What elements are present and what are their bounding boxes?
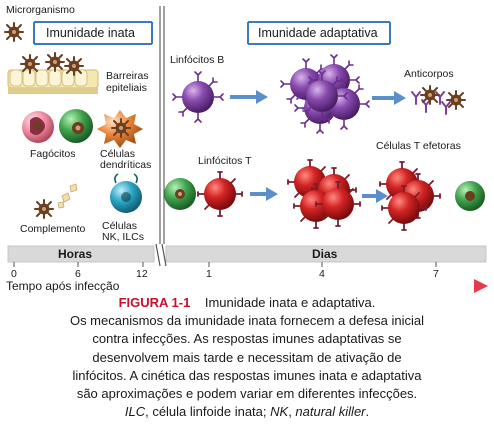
caption-period: . bbox=[365, 404, 370, 420]
t-cell-cluster bbox=[287, 159, 361, 229]
epithelium-icon bbox=[7, 52, 99, 94]
nk-cell-icon bbox=[110, 173, 142, 213]
microbe-icon bbox=[4, 22, 24, 42]
phagocytes-label: Fagócitos bbox=[30, 148, 76, 160]
t-lymphocytes-label: Linfócitos T bbox=[198, 155, 252, 167]
immunity-diagram bbox=[4, 6, 488, 293]
tick-label-12: 12 bbox=[136, 268, 148, 280]
b-cell-icon bbox=[172, 71, 224, 123]
caption-line-6: ILC, célula linfoide inata; NK, natural … bbox=[10, 403, 484, 421]
tick-label-6: 6 bbox=[75, 268, 81, 280]
dendritic-cells-label-2: dendríticas bbox=[100, 159, 152, 171]
antibody-icon bbox=[411, 85, 466, 115]
caption-text-ilc: , célula linfoide inata; bbox=[145, 404, 271, 420]
tick-label-day-7: 7 bbox=[433, 268, 439, 280]
caption-line-1: Os mecanismos da imunidade inata fornece… bbox=[69, 313, 425, 329]
caption-line-3: desenvolvem mais tarde e necessitam de a… bbox=[92, 349, 402, 365]
b-cell-cluster bbox=[280, 54, 370, 134]
figure-caption: FIGURA 1-1 Imunidade inata e adaptativa.… bbox=[10, 294, 484, 421]
tick-label-day-1: 1 bbox=[206, 268, 212, 280]
dendritic-cells-label-1: Células bbox=[100, 148, 136, 160]
nk-cells-label-1: Células bbox=[102, 220, 138, 232]
time-axis-label: Tempo após infecção bbox=[6, 279, 120, 293]
epithelial-barriers-label-2: epiteliais bbox=[106, 82, 147, 94]
caption-line-4: linfócitos. A cinética das respostas imu… bbox=[72, 367, 422, 383]
effector-t-cells bbox=[379, 161, 441, 231]
antibodies-label: Anticorpos bbox=[404, 68, 454, 80]
phagocyte-icon bbox=[22, 109, 93, 143]
t-cell-with-apc bbox=[164, 178, 196, 210]
innate-immunity-header: Imunidade inata bbox=[46, 26, 135, 40]
effector-t-cells-label: Células T efetoras bbox=[376, 140, 461, 152]
caption-natural-killer: natural killer bbox=[295, 404, 366, 420]
abbr-nk: NK bbox=[270, 404, 289, 420]
t-cell-icon bbox=[197, 171, 243, 217]
target-cell bbox=[455, 181, 485, 211]
tick-label-0: 0 bbox=[11, 268, 17, 280]
days-label: Dias bbox=[312, 247, 338, 261]
caption-comma: , bbox=[288, 404, 296, 420]
caption-line-2: contra infecções. As respostas imunes ad… bbox=[92, 331, 402, 347]
figure-number: FIGURA 1-1 bbox=[118, 295, 191, 310]
figure-title: Imunidade inata e adaptativa. bbox=[204, 295, 376, 310]
caption-line-5: são aproximações e podem variar em difer… bbox=[76, 386, 418, 402]
microorganism-label: Microrganismo bbox=[6, 4, 75, 16]
dendritic-cell-icon bbox=[97, 110, 143, 148]
b-lymphocytes-label: Linfócitos B bbox=[170, 54, 225, 66]
epithelial-barriers-label-1: Barreiras bbox=[106, 70, 149, 82]
adaptive-immunity-header: Imunidade adaptativa bbox=[258, 26, 378, 40]
abbr-ilc: ILC bbox=[124, 404, 146, 420]
complement-icon bbox=[34, 183, 78, 219]
tick-label-day-4: 4 bbox=[319, 268, 325, 280]
nk-cells-label-2: NK, ILCs bbox=[102, 231, 145, 243]
complement-label: Complemento bbox=[20, 223, 86, 235]
hours-label: Horas bbox=[58, 247, 93, 261]
